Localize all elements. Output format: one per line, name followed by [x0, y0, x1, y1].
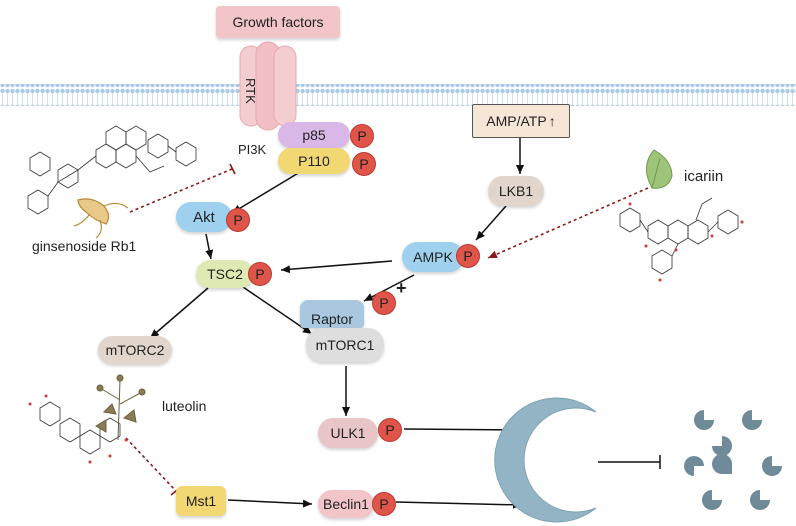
- icariin-oxygen-atoms: [628, 202, 744, 282]
- ginsenoside-label: ginsenoside Rb1: [32, 238, 137, 254]
- p85-phospho: P: [350, 124, 374, 148]
- raptor-phospho: P: [372, 291, 396, 315]
- arrow-lkb1-ampk: [475, 205, 507, 241]
- inhibit-ginsenoside-pi3k: [129, 168, 233, 213]
- luteolin-plant-illustration: [95, 374, 146, 441]
- cell-membrane: [0, 84, 796, 106]
- akt-phospho: P: [226, 208, 250, 232]
- icariin-label: icariin: [684, 168, 724, 185]
- plus-sign: +: [396, 278, 407, 298]
- amp-atp-box: AMP/ATP ↑: [472, 104, 570, 138]
- pi3k-label: PI3K: [238, 142, 267, 157]
- arrow-pi3k-akt: [231, 171, 301, 214]
- p110-subunit: P110: [278, 148, 350, 174]
- ulk1-node: ULK1: [318, 418, 378, 448]
- akt-node: Akt: [176, 202, 232, 232]
- p85-subunit: p85: [278, 122, 350, 148]
- mtorc1-node: mTORC1: [306, 328, 384, 362]
- icariin-leaf-illustration: [646, 149, 673, 189]
- mtorc2-node: mTORC2: [98, 336, 172, 364]
- ulk1-phospho: P: [378, 418, 402, 442]
- tsc2-phospho: P: [248, 262, 272, 286]
- ampk-phospho: P: [456, 244, 480, 268]
- lkb1-node: LKB1: [488, 176, 544, 206]
- beclin1-phospho: P: [372, 492, 396, 516]
- raptor-node: Raptor: [300, 300, 364, 328]
- ginseng-root-illustration: [73, 198, 129, 239]
- beclin1-node: Beclin1: [318, 490, 374, 518]
- rtk-label: RTK: [243, 78, 258, 104]
- ampk-node: AMPK: [402, 242, 464, 272]
- growth-factors-box: Growth factors: [216, 6, 340, 38]
- increase-arrow: ↑: [548, 113, 556, 129]
- inhibit-luteolin-mst1: [125, 437, 177, 492]
- luteolin-structure: [39, 401, 121, 455]
- arrow-tsc2-mtorc2: [149, 287, 209, 339]
- inhibit-autophagy: [598, 455, 661, 469]
- tsc2-node: TSC2: [196, 260, 254, 288]
- mst1-node: Mst1: [176, 486, 226, 516]
- ginsenoside-structure: [27, 125, 197, 215]
- rtk-receptor: [239, 41, 297, 131]
- arrow-beclin1-autophagosome: [395, 500, 523, 509]
- p110-phospho: P: [352, 152, 376, 176]
- arrow-icariin-ampk: [487, 187, 649, 259]
- degraded-fragments: [684, 410, 782, 510]
- arrow-mst1-beclin1: [227, 499, 313, 508]
- luteolin-oxygen-atoms: [28, 394, 128, 464]
- icariin-structure: [619, 197, 739, 275]
- luteolin-label: luteolin: [162, 398, 207, 414]
- growth-factors-label: Growth factors: [232, 14, 324, 30]
- arrow-ampk-tsc2: [280, 260, 393, 274]
- autophagosome-membrane: [494, 397, 597, 523]
- arrow-akt-tsc2: [205, 233, 214, 260]
